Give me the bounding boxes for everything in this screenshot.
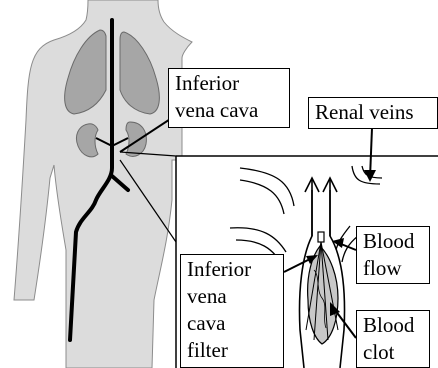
label-filter: Inferior vena cava filter — [180, 254, 284, 368]
label-blood-clot-line-1: Blood — [363, 312, 423, 339]
filter-hook — [318, 232, 324, 242]
label-renal-veins: Renal veins — [308, 97, 438, 129]
label-filter-line-2: vena — [187, 283, 277, 310]
label-blood-flow: Blood flow — [356, 226, 430, 284]
label-filter-line-4: filter — [187, 337, 277, 364]
label-inferior-vena-cava: Inferior vena cava — [168, 68, 290, 128]
label-ivc-line-1: Inferior — [175, 70, 283, 97]
label-filter-line-1: Inferior — [187, 256, 277, 283]
label-renal-veins-text: Renal veins — [315, 99, 431, 126]
label-blood-clot: Blood clot — [356, 310, 430, 368]
label-ivc-line-2: vena cava — [175, 97, 283, 124]
label-blood-clot-line-2: clot — [363, 339, 423, 366]
label-blood-flow-line-2: flow — [363, 255, 423, 282]
label-filter-line-3: cava — [187, 310, 277, 337]
label-blood-flow-line-1: Blood — [363, 228, 423, 255]
